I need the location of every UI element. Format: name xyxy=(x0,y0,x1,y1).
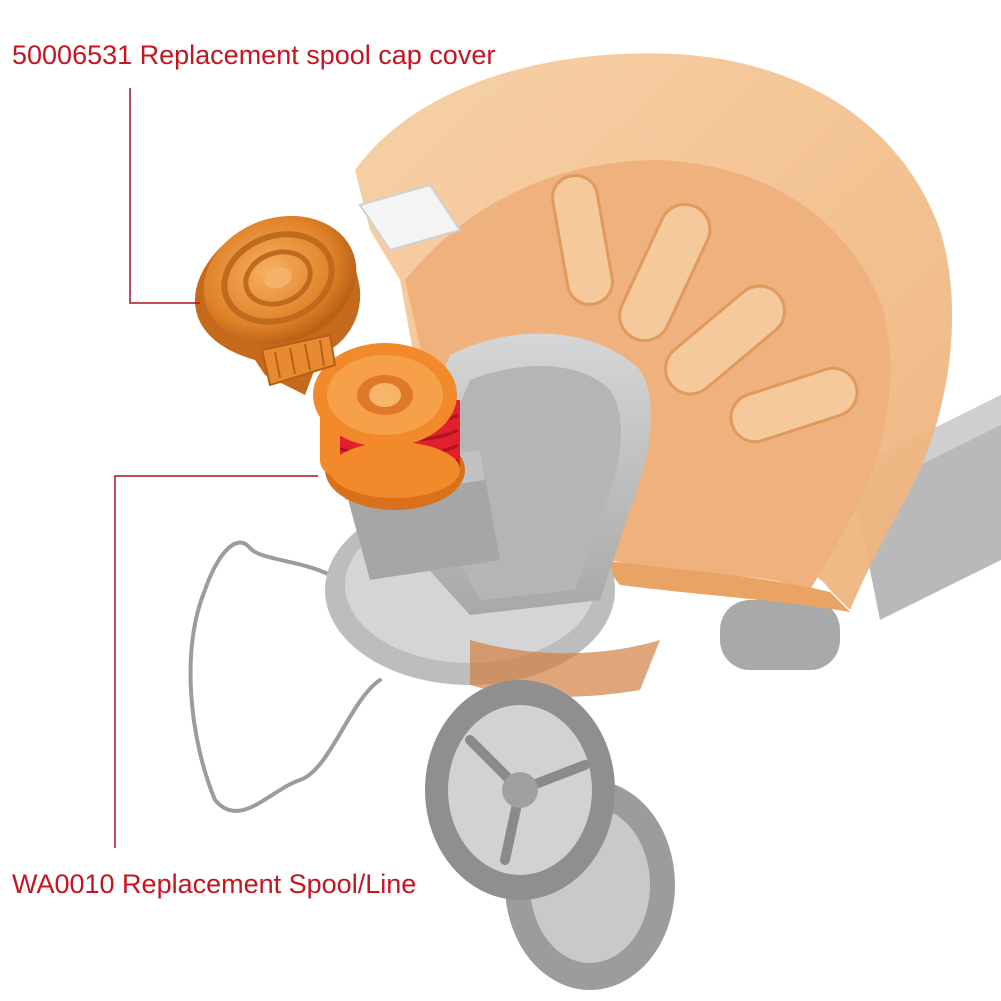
replacement-spool xyxy=(313,343,465,510)
spool-leader-line xyxy=(114,475,318,848)
grass-guard xyxy=(355,53,953,612)
wheels xyxy=(425,680,675,990)
edge-guide-wire xyxy=(188,540,382,813)
cap-cover-callout: 50006531 Replacement spool cap cover xyxy=(12,40,496,70)
cap-leader-line xyxy=(129,88,200,304)
spool-line-callout: WA0010 Replacement Spool/Line xyxy=(12,869,417,899)
spool-cap-cover xyxy=(195,215,361,395)
